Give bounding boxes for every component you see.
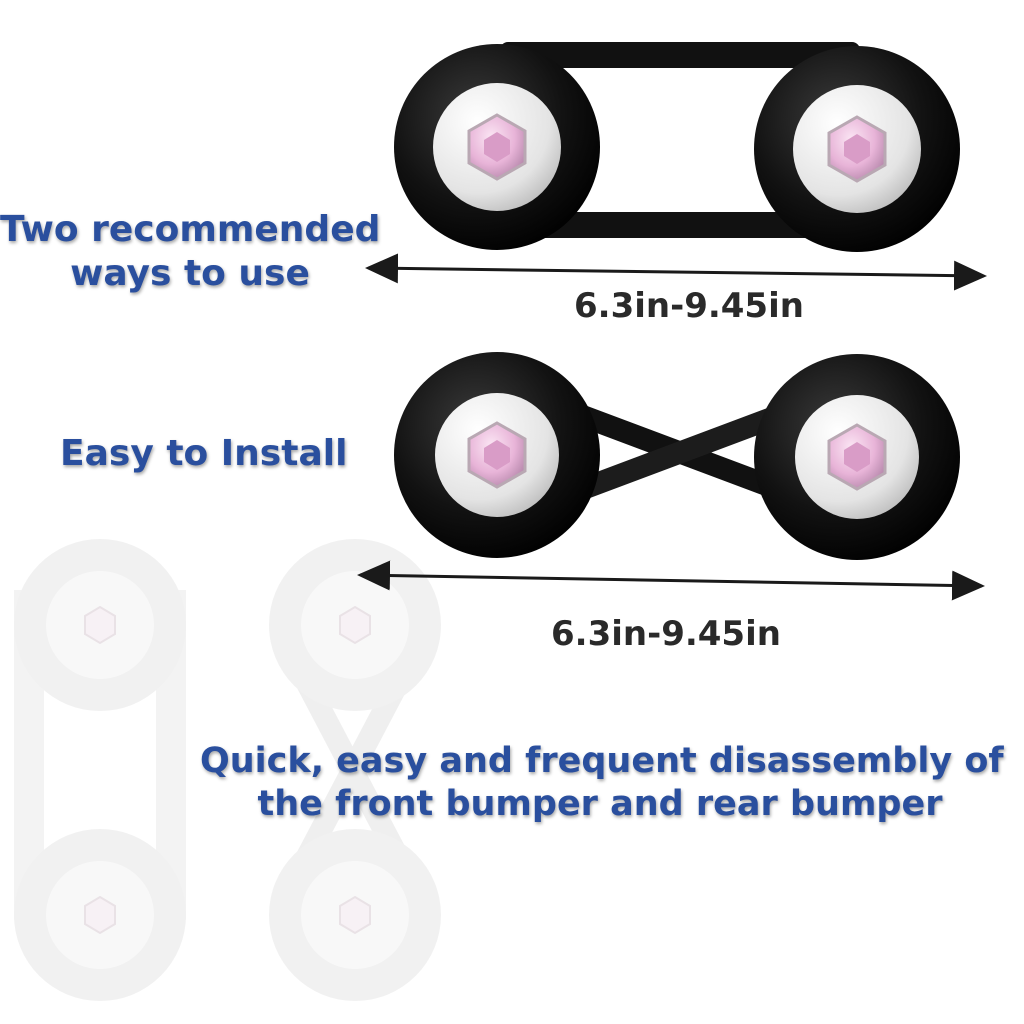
dimension-label-parallel: 6.3in-9.45in	[574, 286, 804, 326]
disassembly-caption-line-1: Quick, easy and frequent disassembly of	[200, 741, 1004, 781]
disassembly-caption: Quick, easy and frequent disassembly of …	[200, 740, 1004, 825]
ghost-product-images	[14, 539, 441, 1001]
product-parallel-tie	[394, 42, 960, 252]
right-washer	[754, 354, 960, 560]
install-caption: Easy to Install	[60, 433, 348, 474]
top-band	[500, 42, 860, 68]
dimension-label-crossed: 6.3in-9.45in	[551, 614, 781, 654]
right-washer	[754, 46, 960, 252]
disassembly-caption-line-2: the front bumper and rear bumper	[257, 783, 943, 824]
product-crossed-tie	[394, 352, 960, 560]
double-arrow-icon	[365, 253, 987, 291]
ways-caption-line-1: Two recommended	[0, 209, 381, 250]
ghost-parallel-tie	[14, 539, 186, 1001]
left-washer	[394, 44, 600, 250]
double-arrow-icon	[357, 560, 985, 601]
ways-caption-line-2: ways to use	[70, 252, 310, 294]
bottom-band	[500, 212, 860, 238]
left-washer	[394, 352, 600, 558]
ghost-crossed-tie	[269, 539, 441, 1001]
ways-caption: Two recommended ways to use	[0, 208, 380, 296]
